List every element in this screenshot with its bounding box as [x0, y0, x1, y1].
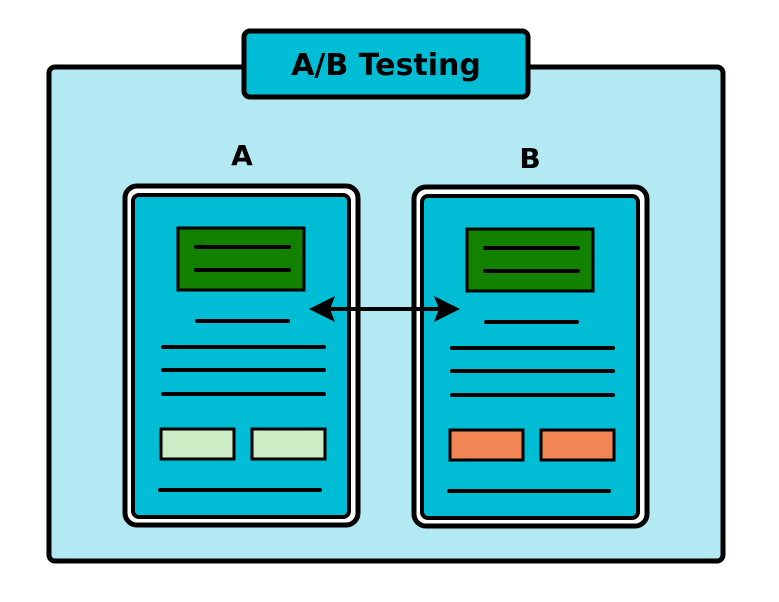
arrow-head-left — [309, 296, 335, 322]
page-a-button-left — [159, 427, 236, 461]
page-a-header-block — [176, 226, 306, 292]
title-box: A/B Testing — [241, 28, 531, 100]
page-b-button-left — [448, 428, 525, 462]
diagram-title: A/B Testing — [291, 48, 481, 83]
variant-b-label: B — [519, 142, 540, 175]
title-box-frame — [241, 28, 531, 100]
page-b-mockup — [411, 184, 650, 529]
page-b-button-right — [539, 428, 616, 462]
page-a-button-right — [250, 427, 327, 461]
double-headed-arrow-icon — [309, 296, 460, 322]
page-b-header-block — [465, 227, 595, 293]
variant-a-label: A — [231, 139, 253, 172]
page-a-mockup — [122, 183, 361, 528]
arrow-head-right — [434, 296, 460, 322]
